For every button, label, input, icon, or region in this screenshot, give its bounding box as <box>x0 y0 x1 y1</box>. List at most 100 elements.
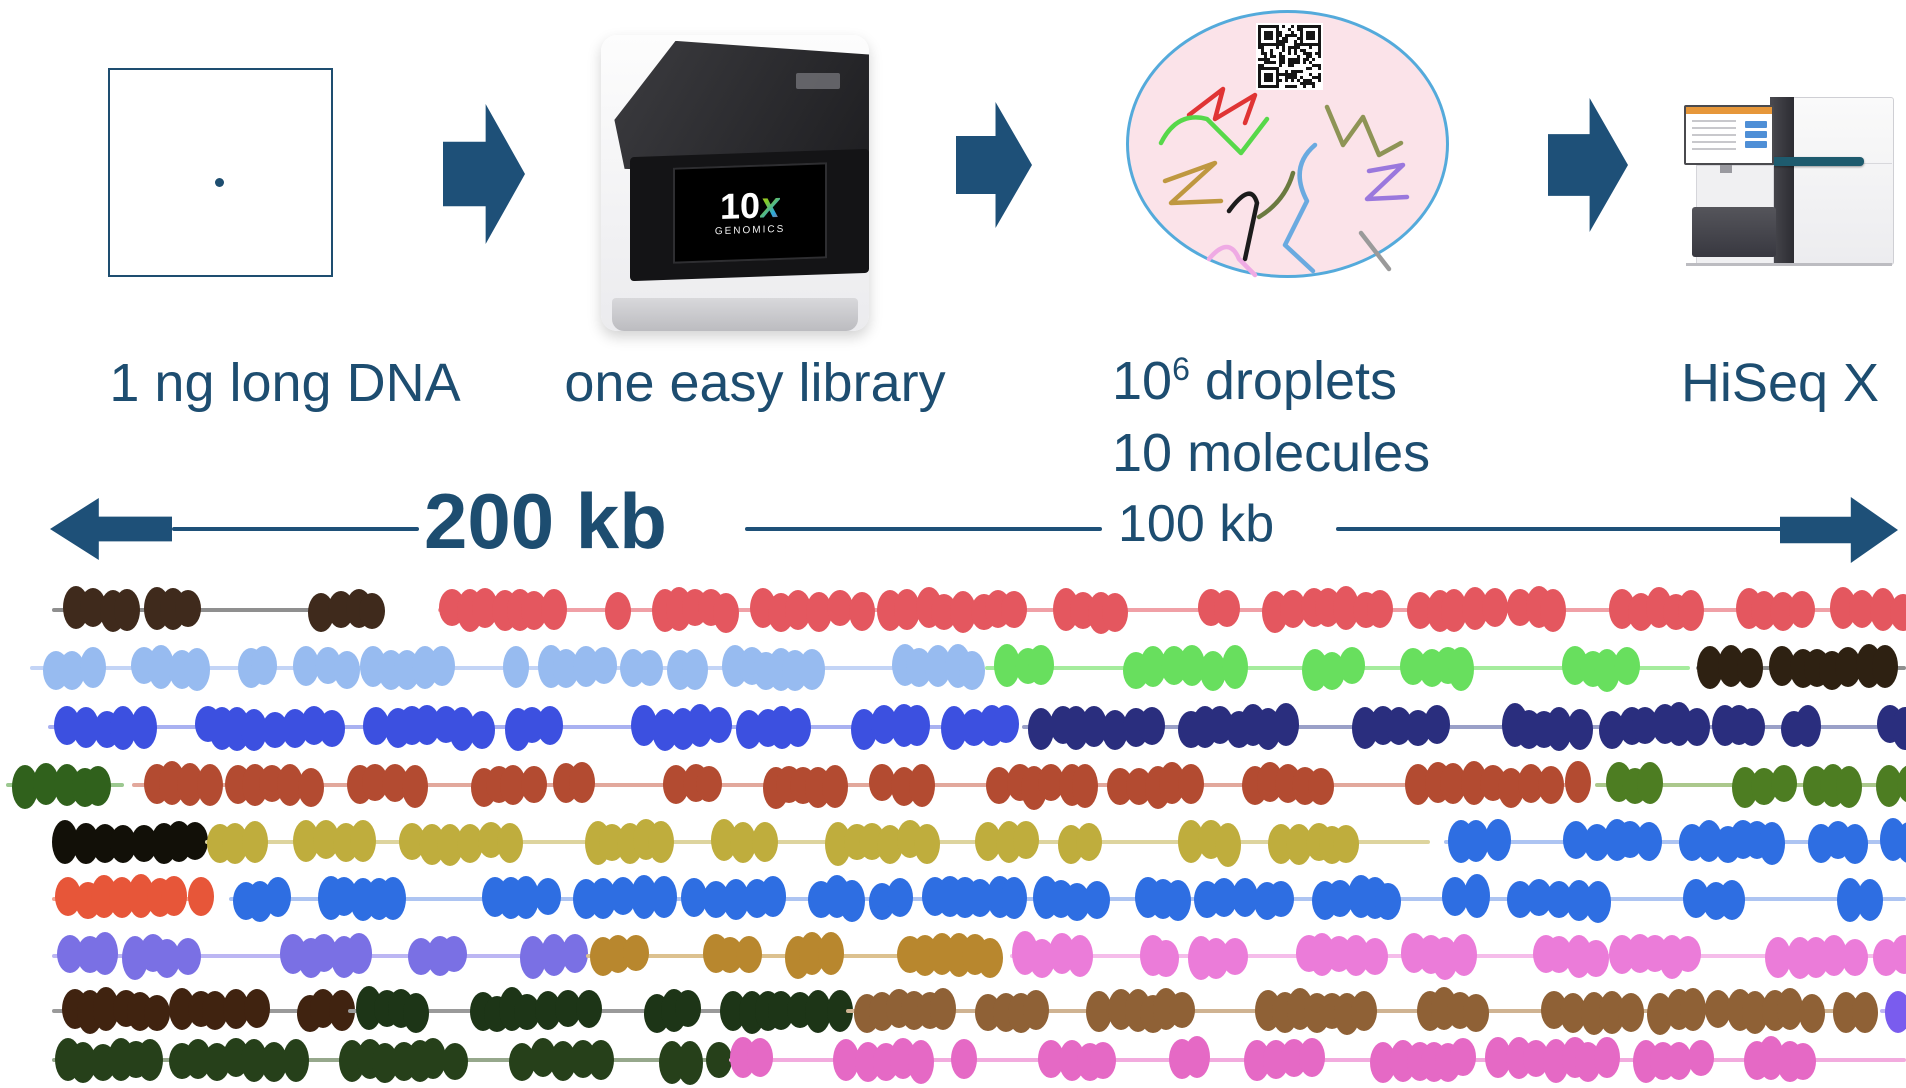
scale-line-segment <box>172 527 419 531</box>
read-dot <box>441 936 468 973</box>
read-dot <box>676 1040 703 1085</box>
qr-cell <box>1282 52 1285 55</box>
qr-cell <box>1309 31 1312 34</box>
qr-cell <box>1279 82 1282 85</box>
read-dot <box>1338 647 1365 684</box>
read-dot <box>1012 820 1039 859</box>
qr-cell <box>1309 43 1312 46</box>
qr-cell <box>1300 64 1303 67</box>
qr-cell <box>1279 79 1282 82</box>
qr-cell <box>1279 34 1282 37</box>
qr-cell <box>1276 64 1279 67</box>
read-dot <box>712 592 739 634</box>
qr-cell <box>1312 25 1315 28</box>
qr-cell <box>1318 70 1321 73</box>
read-dot <box>1842 938 1869 976</box>
qr-cell <box>1294 58 1297 61</box>
qr-cell <box>1264 67 1267 70</box>
qr-cell <box>1270 76 1273 79</box>
qr-cell <box>1288 46 1291 49</box>
read-dot <box>1169 991 1196 1028</box>
qr-cell <box>1261 70 1264 73</box>
read-dot <box>1871 645 1898 688</box>
strand-darkolive <box>1256 170 1296 220</box>
qr-cell <box>1267 25 1270 28</box>
qr-cell <box>1294 61 1297 64</box>
qr-cell <box>1318 82 1321 85</box>
scale-arrow-left-icon <box>50 498 172 560</box>
qr-cell <box>1267 55 1270 58</box>
qr-cell <box>1303 67 1306 70</box>
read-dot <box>1184 1036 1211 1079</box>
qr-cell <box>1285 79 1288 82</box>
qr-cell <box>1294 85 1297 88</box>
droplets-step-label: 106 droplets <box>1112 351 1397 411</box>
qr-cell <box>1282 28 1285 31</box>
qr-cell <box>1303 40 1306 43</box>
read-dot <box>264 876 291 917</box>
read-dot <box>909 763 936 807</box>
read-dot <box>1268 880 1295 917</box>
qr-cell <box>1300 28 1303 31</box>
qr-cell <box>1303 61 1306 64</box>
qr-cell <box>1267 28 1270 31</box>
qr-cell <box>1300 76 1303 79</box>
qr-cell <box>1312 28 1315 31</box>
read-dot <box>1178 644 1205 686</box>
qr-cell <box>1267 82 1270 85</box>
strand-gray <box>1358 230 1392 272</box>
qr-cell <box>1297 64 1300 67</box>
qr-cell <box>1279 67 1282 70</box>
read-dot <box>513 875 540 919</box>
read-dot <box>1537 766 1564 804</box>
qr-cell <box>1288 49 1291 52</box>
qr-cell <box>1309 79 1312 82</box>
read-dot <box>623 934 650 972</box>
read-dot <box>1890 934 1906 974</box>
qr-cell <box>1309 25 1312 28</box>
qr-cell <box>1318 49 1321 52</box>
qr-cell <box>1273 43 1276 46</box>
read-dot <box>1737 648 1764 688</box>
qr-cell <box>1261 37 1264 40</box>
qr-cell <box>1306 49 1309 52</box>
qr-cell <box>1288 34 1291 37</box>
read-dot <box>785 708 812 748</box>
qr-cell <box>1306 73 1309 76</box>
qr-cell <box>1303 64 1306 67</box>
qr-cell <box>1279 46 1282 49</box>
read-dot <box>184 648 211 691</box>
read-dot <box>1771 765 1798 803</box>
read-dot <box>282 1039 309 1082</box>
qr-cell <box>1291 49 1294 52</box>
qr-cell <box>1285 70 1288 73</box>
read-dot <box>536 706 563 745</box>
read-dot <box>1000 877 1027 920</box>
qr-cell <box>1285 64 1288 67</box>
qr-cell <box>1273 52 1276 55</box>
qr-cell <box>1306 85 1309 88</box>
qr-cell <box>1294 49 1297 52</box>
qr-cell <box>1294 28 1297 31</box>
qr-cell <box>1261 52 1264 55</box>
chromium-instrument: 10x GENOMICS <box>601 35 869 331</box>
read-dot <box>1451 934 1478 977</box>
read-dot <box>908 1039 935 1084</box>
qr-cell <box>1288 61 1291 64</box>
qr-cell <box>1282 49 1285 52</box>
qr-cell <box>1294 79 1297 82</box>
read-dot <box>85 766 112 807</box>
read-dot <box>1540 589 1567 632</box>
qr-cell <box>1306 61 1309 64</box>
read-dot <box>1084 880 1111 919</box>
qr-cell <box>1273 49 1276 52</box>
hiseq-instrument <box>1660 95 1895 270</box>
workflow-arrow-3-icon <box>1548 98 1628 232</box>
qr-cell <box>1291 25 1294 28</box>
read-dot <box>1447 646 1474 691</box>
qr-cell <box>1312 85 1315 88</box>
qr-cell <box>1303 46 1306 49</box>
qr-cell <box>1303 76 1306 79</box>
qr-cell <box>1273 61 1276 64</box>
qr-cell <box>1315 64 1318 67</box>
